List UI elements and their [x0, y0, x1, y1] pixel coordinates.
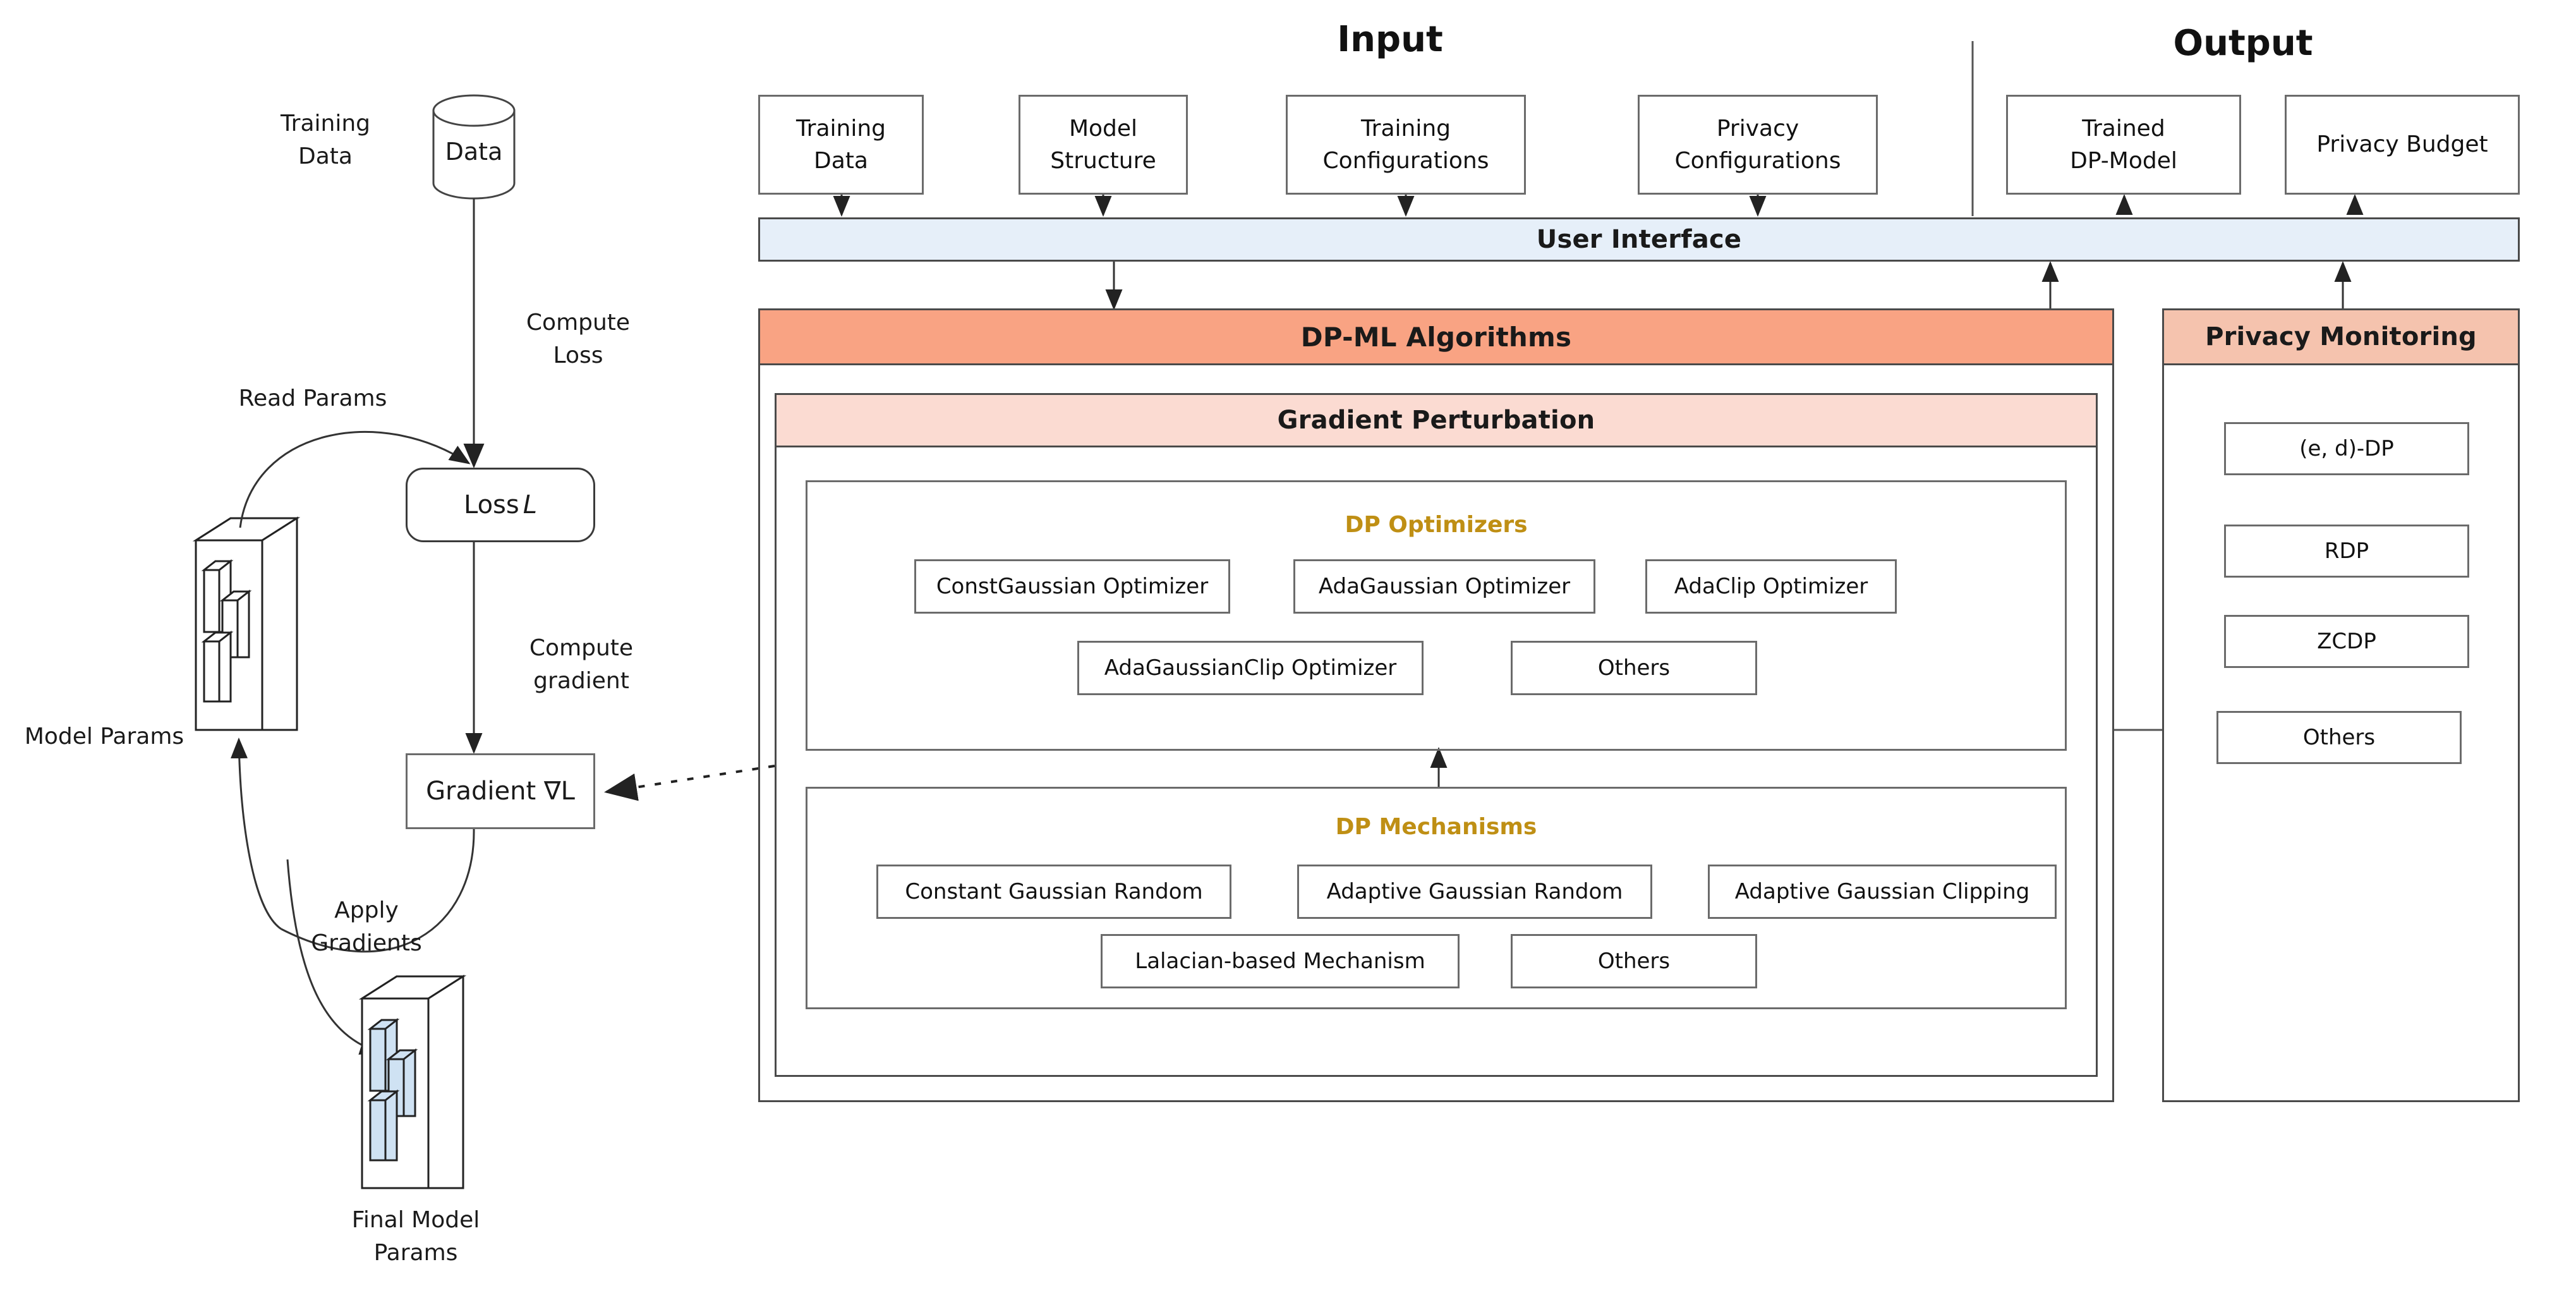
dp-mechanism-lalacian-based[interactable]: Lalacian-based Mechanism — [1101, 934, 1460, 988]
dp-optimizers-box — [806, 480, 2067, 751]
dp-optimizer-constgaussian[interactable]: ConstGaussian Optimizer — [914, 559, 1230, 614]
input-box-model-structure[interactable]: Model Structure — [1019, 95, 1188, 195]
privacy-monitoring-item-zcdp[interactable]: ZCDP — [2224, 615, 2469, 668]
dp-mechanism-constant-gaussian-random[interactable]: Constant Gaussian Random — [876, 865, 1231, 919]
dpml-algorithms-header: DP-ML Algorithms — [758, 308, 2114, 365]
dp-optimizer-adagaussian[interactable]: AdaGaussian Optimizer — [1293, 559, 1595, 614]
data-store-label: Data — [445, 138, 503, 166]
output-heading: Output — [2173, 23, 2313, 64]
compute-gradient-label: Compute gradient — [529, 635, 634, 695]
loss-symbol: L — [523, 490, 538, 519]
dp-optimizers-title: DP Optimizers — [1345, 512, 1528, 538]
read-params-label: Read Params — [238, 385, 387, 411]
dp-mechanisms-box — [806, 787, 2067, 1009]
output-box-trained-dp-model[interactable]: Trained DP-Model — [2006, 95, 2241, 195]
dp-mechanisms-title: DP Mechanisms — [1335, 814, 1537, 840]
final-model-params-3d-icon — [358, 974, 467, 1189]
model-params-label: Model Params — [24, 724, 184, 750]
gradient-perturbation-header: Gradient Perturbation — [775, 393, 2098, 447]
privacy-monitoring-item-others[interactable]: Others — [2216, 711, 2462, 764]
dp-mechanism-others[interactable]: Others — [1511, 934, 1757, 988]
dp-optimizer-adagaussianclip[interactable]: AdaGaussianClip Optimizer — [1077, 641, 1424, 695]
user-interface-bar[interactable]: User Interface — [758, 217, 2520, 262]
dp-optimizer-others[interactable]: Others — [1511, 641, 1757, 695]
dp-mechanism-adaptive-gaussian-clipping[interactable]: Adaptive Gaussian Clipping — [1708, 865, 2057, 919]
training-data-label: Training Data — [280, 111, 371, 170]
input-box-privacy-configurations[interactable]: Privacy Configurations — [1638, 95, 1878, 195]
model-params-3d-icon — [192, 516, 301, 731]
privacy-monitoring-header: Privacy Monitoring — [2162, 308, 2520, 365]
privacy-monitoring-item-rdp[interactable]: RDP — [2224, 525, 2469, 578]
output-box-privacy-budget[interactable]: Privacy Budget — [2285, 95, 2520, 195]
privacy-monitoring-item-ed-dp[interactable]: (e, d)-DP — [2224, 422, 2469, 475]
input-box-training-data[interactable]: Training Data — [758, 95, 924, 195]
input-heading: Input — [1337, 19, 1443, 60]
dp-optimizer-adaclip[interactable]: AdaClip Optimizer — [1645, 559, 1897, 614]
apply-gradients-label: Apply Gradients — [311, 897, 422, 957]
loss-node-text: Loss — [463, 490, 519, 519]
dp-mechanism-adaptive-gaussian-random[interactable]: Adaptive Gaussian Random — [1297, 865, 1652, 919]
compute-loss-label: Compute Loss — [526, 310, 631, 369]
input-box-training-configurations[interactable]: Training Configurations — [1286, 95, 1526, 195]
final-model-params-label: Final Model Params — [351, 1207, 480, 1266]
gradient-node: Gradient ∇L — [406, 753, 595, 829]
